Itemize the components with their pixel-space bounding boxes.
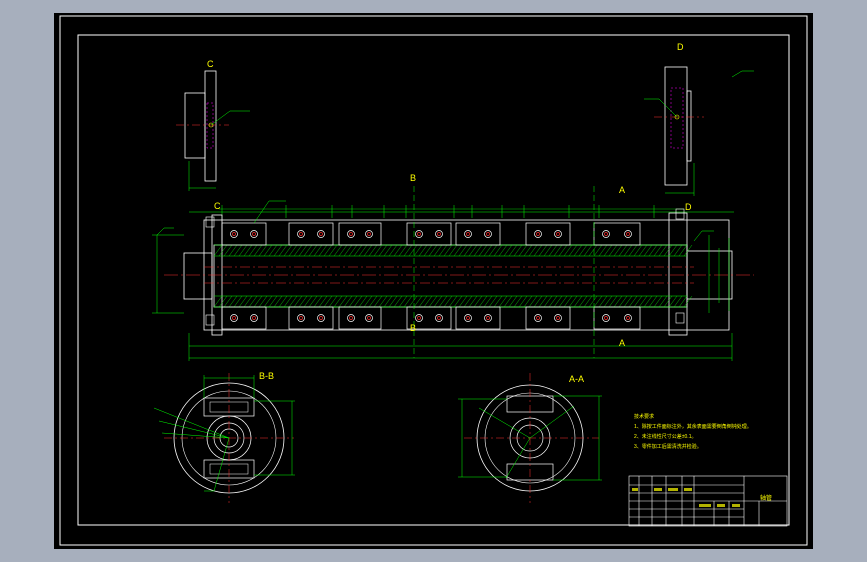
side-label-c: C	[214, 201, 221, 211]
notes-line-1: 1、除按工件面标注外，其余表面需要倒角倒钝处理。	[634, 424, 752, 430]
title-block-fill	[632, 488, 740, 507]
view-label-d: D	[677, 42, 684, 52]
technical-notes: 技术要求 1、除按工件面标注外，其余表面需要倒角倒钝处理。 2、未注线性尺寸公差…	[634, 412, 752, 452]
inner-frame	[77, 34, 790, 526]
main-view	[152, 186, 754, 361]
section-label-a-top: A	[619, 185, 625, 195]
side-view-c	[176, 70, 250, 191]
outer-frame	[59, 15, 808, 546]
section-bb	[153, 373, 295, 503]
cad-drawing: C D B B A A C D B-B A-A	[59, 15, 808, 546]
section-label-a-bottom: A	[619, 338, 625, 348]
notes-line-2: 2、未注线性尺寸公差±0.1。	[634, 434, 697, 440]
notes-line-3: 3、零件加工后需清洗并检验。	[634, 444, 702, 450]
part-name: 轴管	[760, 496, 773, 502]
side-label-d: D	[685, 202, 692, 212]
section-title-aa: A-A	[569, 374, 584, 384]
drawing-viewport[interactable]: C D B B A A C D B-B A-A 技术要求 1、除按工件面标注外，…	[54, 13, 813, 549]
section-label-b-top: B	[410, 173, 416, 183]
view-label-c: C	[207, 59, 214, 69]
title-block	[628, 475, 788, 527]
side-view-d	[644, 66, 754, 196]
section-aa	[458, 373, 602, 503]
notes-title: 技术要求	[634, 414, 655, 420]
section-label-b-bottom: B	[410, 323, 416, 333]
section-title-bb: B-B	[259, 371, 274, 381]
